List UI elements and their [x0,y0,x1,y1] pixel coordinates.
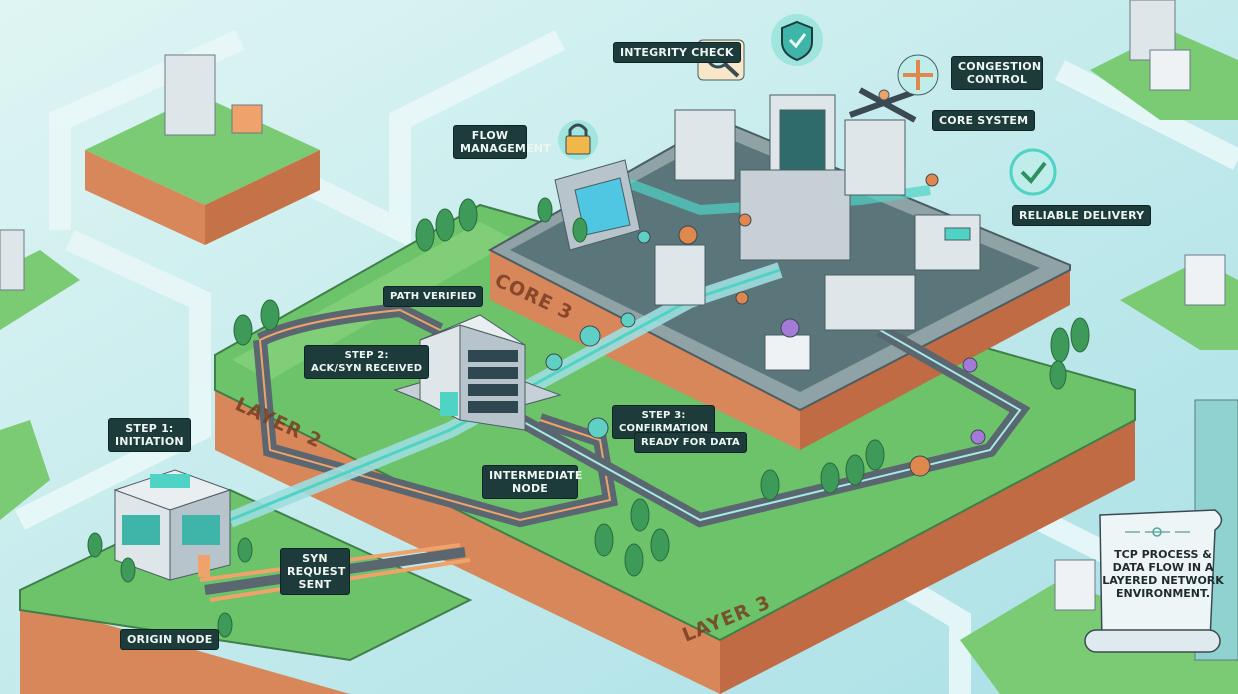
lock-icon [558,120,598,160]
stack-icon [1152,527,1162,537]
flow-management-label: Flow Management [453,125,551,159]
intermediate-node-building [393,314,562,431]
ready-for-data-label: Ready for Data [634,432,747,453]
step2-label: Step 2:ACK/SYN Received [304,345,430,379]
background-island-right [1120,254,1238,350]
integrity-check-label: Integrity Check [613,42,741,63]
core-buildings [554,87,981,371]
core-system-label: Core System [932,110,1036,131]
shield-check-icon [771,14,823,66]
origin-node-building [113,469,232,581]
background-island-topleft [85,54,320,245]
checkmark-icon [1009,148,1057,196]
background-island-left [0,229,80,520]
arrows-icon [897,54,939,96]
step1-label: Step 1:Initiation [108,418,191,452]
congestion-control-label: Congestion Control [951,56,1043,90]
title-scroll-text: TCP Process & Data Flow in a Layered Net… [1102,548,1224,600]
title-scroll [1084,509,1223,653]
trees [87,197,1090,638]
intermediate-node-label: Intermediate Node [482,465,582,499]
path-verified-label: Path Verified [383,286,484,307]
background-pipes [15,29,1238,694]
syn-request-sent-label: SYN Request Sent [280,548,350,595]
data-packets [545,173,986,477]
background-island-topright [1090,0,1238,120]
reliable-delivery-label: Reliable Delivery [1012,205,1152,226]
origin-node-label: Origin Node [120,629,220,650]
